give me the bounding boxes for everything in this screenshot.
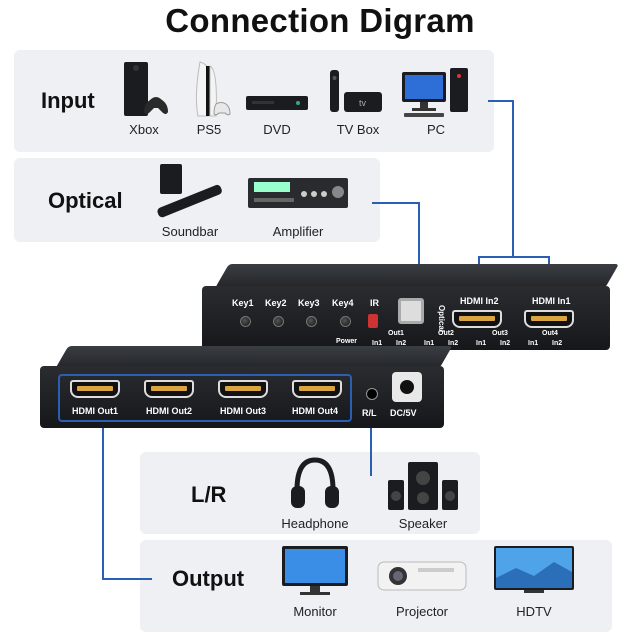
out2-in2-label: In2 (448, 340, 459, 347)
hdmi-outputs-highlight (58, 374, 352, 422)
rear-unit-top (215, 264, 619, 288)
dvd-label: DVD (263, 122, 291, 137)
out2-in1-label: In1 (424, 340, 435, 347)
key2-label: Key2 (265, 298, 287, 308)
xbox-device: Xbox (116, 60, 172, 137)
out3-in1-label: In1 (476, 340, 487, 347)
speaker-device: Speaker (386, 454, 460, 531)
front-unit-top (55, 346, 453, 368)
optical-wire-horizontal (372, 202, 420, 204)
hdmi-in2-label: HDMI In2 (460, 296, 499, 306)
key4-button[interactable] (340, 316, 351, 327)
key3-label: Key3 (298, 298, 320, 308)
out4-in1-label: In1 (528, 340, 539, 347)
hdmi-in1-port[interactable] (524, 310, 574, 328)
xbox-icon (124, 62, 168, 116)
out3-in2-label: In2 (500, 340, 511, 347)
headphone-icon (291, 457, 339, 508)
pc-wire-horizontal (488, 100, 514, 102)
hdmi-out4-port[interactable] (292, 380, 342, 398)
xbox-label: Xbox (129, 122, 159, 137)
lr-label: L/R (191, 482, 227, 507)
headphone-device: Headphone (280, 454, 350, 531)
dvd-device: DVD (244, 60, 310, 137)
pc-label: PC (426, 122, 446, 137)
monitor-device: Monitor (280, 542, 350, 619)
hdtv-icon (494, 546, 574, 593)
hdmi-out2-port[interactable] (144, 380, 194, 398)
ps5-label: PS5 (196, 122, 222, 137)
optical-label: Optical (48, 188, 123, 213)
dc-label: DC/5V (390, 408, 417, 418)
rl-wire (370, 424, 372, 476)
optical-port[interactable] (398, 298, 424, 324)
optical-port-label: Optical (437, 304, 447, 333)
out4-label: Out4 (542, 330, 558, 337)
key2-button[interactable] (273, 316, 284, 327)
hdmi-out3-port[interactable] (218, 380, 268, 398)
ir-sensor-icon (368, 314, 378, 328)
out1-label: Out1 (388, 330, 404, 337)
out1-in1-label: In1 (372, 340, 383, 347)
hdmi-out2-label: HDMI Out2 (146, 406, 192, 416)
tv-box-icon: tv (330, 70, 382, 112)
monitor-icon (282, 546, 348, 595)
rl-audio-jack[interactable] (366, 388, 378, 400)
diagram-title: Connection Digram (165, 2, 475, 39)
out1-in2-label: In2 (396, 340, 407, 347)
hdtv-label: HDTV (516, 604, 552, 619)
tvbox-device: tv TV Box (326, 60, 390, 137)
hdtv-device: HDTV (492, 542, 576, 619)
dvd-player-icon (246, 96, 308, 110)
speaker-label: Speaker (398, 516, 448, 531)
key1-button[interactable] (240, 316, 251, 327)
ps5-device: PS5 (186, 60, 232, 137)
amplifier-label: Amplifier (272, 224, 324, 239)
out4-in2-label: In2 (552, 340, 563, 347)
projector-label: Projector (395, 604, 449, 619)
out3-label: Out3 (492, 330, 508, 337)
monitor-label: Monitor (293, 604, 337, 619)
hdmi-in-bridge-top (478, 256, 550, 258)
optical-wire-vertical (418, 202, 420, 300)
pc-device: PC (398, 60, 474, 137)
soundbar-device: Soundbar (150, 162, 230, 239)
ps5-icon (195, 61, 231, 117)
dc-power-hole (400, 380, 414, 394)
ir-label: IR (370, 298, 379, 308)
projector-icon (377, 561, 467, 591)
pc-wire-vertical (512, 100, 514, 256)
tvbox-label: TV Box (336, 122, 380, 137)
rear-unit: Key1 Key2 Key3 Key4 IR Power Optical HDM… (202, 286, 610, 350)
amplifier-device: Amplifier (246, 162, 350, 239)
key3-button[interactable] (306, 316, 317, 327)
hdmi-in1-label: HDMI In1 (532, 296, 571, 306)
input-label: Input (41, 88, 95, 113)
output-wire-horizontal (102, 578, 152, 580)
projector-device: Projector (374, 542, 470, 619)
rl-label: R/L (362, 408, 377, 418)
speaker-icon (388, 462, 458, 510)
hdmi-out4-label: HDMI Out4 (292, 406, 338, 416)
headphone-label: Headphone (281, 516, 349, 531)
hdmi-out3-label: HDMI Out3 (220, 406, 266, 416)
power-label: Power (336, 338, 358, 345)
output-wire-vertical (102, 428, 104, 580)
hdmi-in2-port[interactable] (452, 310, 502, 328)
key1-label: Key1 (232, 298, 254, 308)
amplifier-icon (248, 178, 348, 208)
key4-label: Key4 (332, 298, 354, 308)
out2-label: Out2 (438, 330, 454, 337)
output-label: Output (172, 566, 245, 591)
pc-icon (402, 68, 468, 117)
hdmi-out1-port[interactable] (70, 380, 120, 398)
front-unit: HDMI Out1 HDMI Out2 HDMI Out3 HDMI Out4 … (40, 366, 444, 428)
svg-text:tv: tv (359, 98, 367, 108)
soundbar-label: Soundbar (161, 224, 219, 239)
hdmi-out1-label: HDMI Out1 (72, 406, 118, 416)
soundbar-icon (157, 164, 222, 218)
